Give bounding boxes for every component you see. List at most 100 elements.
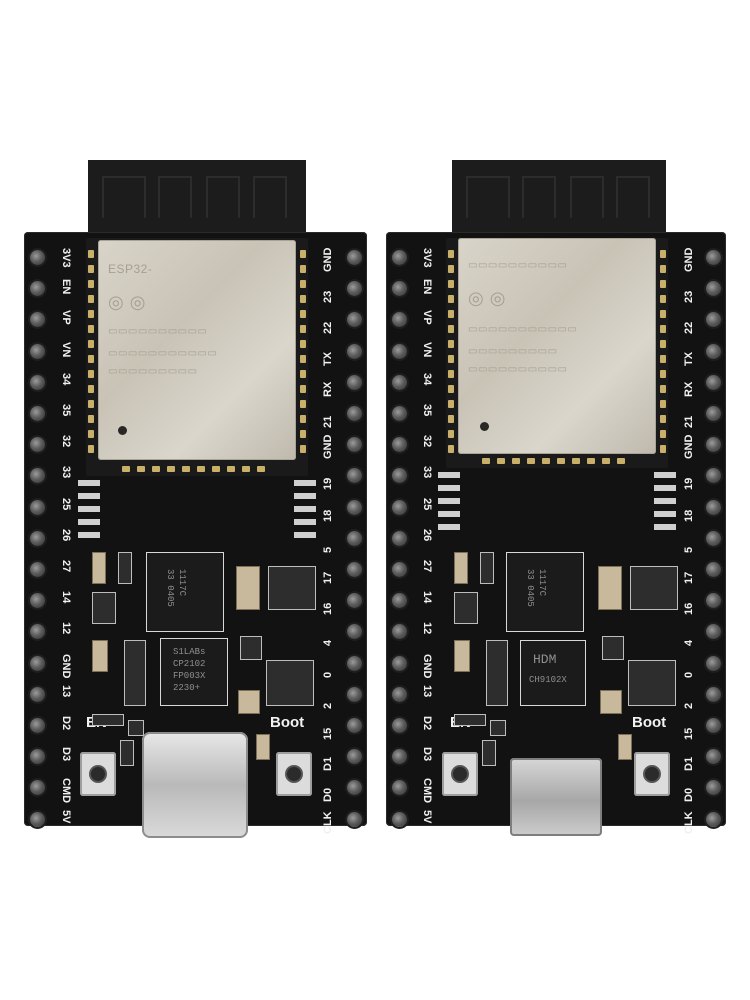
pin-label: 0	[322, 671, 334, 678]
smd-component	[120, 740, 134, 766]
header-pin	[30, 780, 45, 796]
module-pad	[660, 280, 666, 288]
header-pin	[30, 499, 45, 515]
module-pad	[88, 295, 94, 303]
module-pad	[660, 385, 666, 393]
pin-label: VN	[421, 341, 433, 357]
pin-label: 12	[421, 622, 433, 635]
header-pin	[30, 468, 45, 484]
pin-label: GND	[322, 434, 334, 460]
smd-component	[454, 592, 478, 624]
module-pad	[300, 280, 306, 288]
pin-label: 22	[683, 322, 695, 335]
pin-label: 16	[322, 602, 334, 616]
module-pad	[300, 250, 306, 258]
shield-logo-text: ◎ ◎	[108, 292, 146, 312]
pin-label: D3	[60, 747, 72, 762]
module-pad	[300, 325, 306, 333]
footprint-pad	[294, 519, 316, 525]
footprint-pad	[438, 485, 460, 491]
footprint-pad	[438, 498, 460, 504]
pin-label: RX	[322, 381, 334, 397]
module-pad	[660, 295, 666, 303]
metal-shield: ▭▭▭▭▭▭▭▭▭▭ ◎ ◎ ▭▭▭▭▭▭▭▭▭▭▭ ▭▭▭▭▭▭▭▭▭ ▭▭▭…	[458, 238, 656, 454]
module-pad	[300, 370, 306, 378]
smd-component	[240, 636, 262, 660]
module-pad	[122, 466, 130, 472]
module-pad	[660, 265, 666, 273]
header-pin	[347, 655, 362, 671]
header-pin	[30, 530, 45, 546]
header-pin	[347, 593, 362, 609]
smd-component	[236, 566, 260, 610]
module-pad	[448, 400, 454, 408]
header-pin	[706, 562, 721, 577]
module-pad	[197, 466, 205, 472]
footprint-pad	[78, 493, 100, 499]
smd-component	[482, 740, 496, 766]
header-pin	[347, 686, 362, 702]
header-pin	[347, 281, 362, 297]
en-button	[442, 752, 478, 796]
pin-label: 25	[421, 497, 433, 510]
pin-label: 15	[683, 727, 695, 740]
header-pin	[347, 499, 362, 515]
module-pad	[300, 265, 306, 273]
header-pin	[347, 343, 362, 359]
footprint-pad	[294, 493, 316, 499]
header-pin	[392, 655, 407, 671]
voltage-regulator: 1117C 33 0405	[146, 552, 224, 632]
module-pad	[137, 466, 145, 472]
pin-label: 18	[683, 509, 695, 522]
header-pin	[30, 406, 45, 421]
header-pin	[347, 562, 362, 577]
header-pin	[347, 250, 362, 265]
pin-label: 12	[60, 622, 72, 635]
module-pad	[88, 280, 94, 288]
pin-label: 22	[322, 322, 334, 335]
footprint-pad	[654, 472, 676, 478]
micro-usb-connector	[510, 758, 602, 836]
header-pin	[347, 374, 362, 390]
en-button	[80, 752, 116, 796]
header-pin	[392, 281, 407, 297]
header-pin	[347, 780, 362, 796]
header-pin	[30, 593, 45, 609]
pin-label: 14	[60, 591, 72, 604]
module-pad	[88, 445, 94, 453]
module-pad	[300, 310, 306, 318]
header-pin	[706, 655, 721, 671]
shield-logo-text: ◎ ◎	[468, 288, 506, 308]
metal-shield: ESP32- ◎ ◎ ▭▭▭▭▭▭▭▭▭▭ ▭▭▭▭▭▭▭▭▭▭▭ ▭▭▭▭▭▭…	[98, 240, 296, 460]
pin-label: 21	[322, 415, 334, 428]
pin-label: TX	[322, 351, 334, 366]
footprint-pad	[654, 511, 676, 517]
pin-label: D0	[322, 788, 334, 803]
header-pin	[392, 499, 407, 515]
module-pad	[300, 355, 306, 363]
smd-component	[628, 660, 676, 706]
pin-label: 33	[421, 466, 433, 479]
header-pin	[706, 780, 721, 796]
header-pin	[706, 343, 721, 359]
module-pad	[602, 458, 610, 464]
pin-label: 35	[421, 404, 433, 417]
smd-component	[238, 690, 260, 714]
smd-component	[266, 660, 314, 706]
header-pin	[30, 343, 45, 359]
pin-label: D1	[322, 757, 334, 772]
pin-label: 32	[60, 435, 72, 448]
header-pin	[392, 686, 407, 702]
module-pad	[617, 458, 625, 464]
pin-label: CMD	[421, 778, 433, 804]
boot-button	[634, 752, 670, 796]
module-pad	[448, 250, 454, 258]
header-pin	[30, 624, 45, 640]
pin-label: RX	[683, 381, 695, 397]
pin-label: 23	[322, 290, 334, 304]
antenna-tab	[88, 160, 306, 242]
pin-label: 18	[322, 509, 334, 522]
pin-label: 27	[60, 560, 72, 573]
smd-component	[268, 566, 316, 610]
header-pin	[392, 562, 407, 577]
